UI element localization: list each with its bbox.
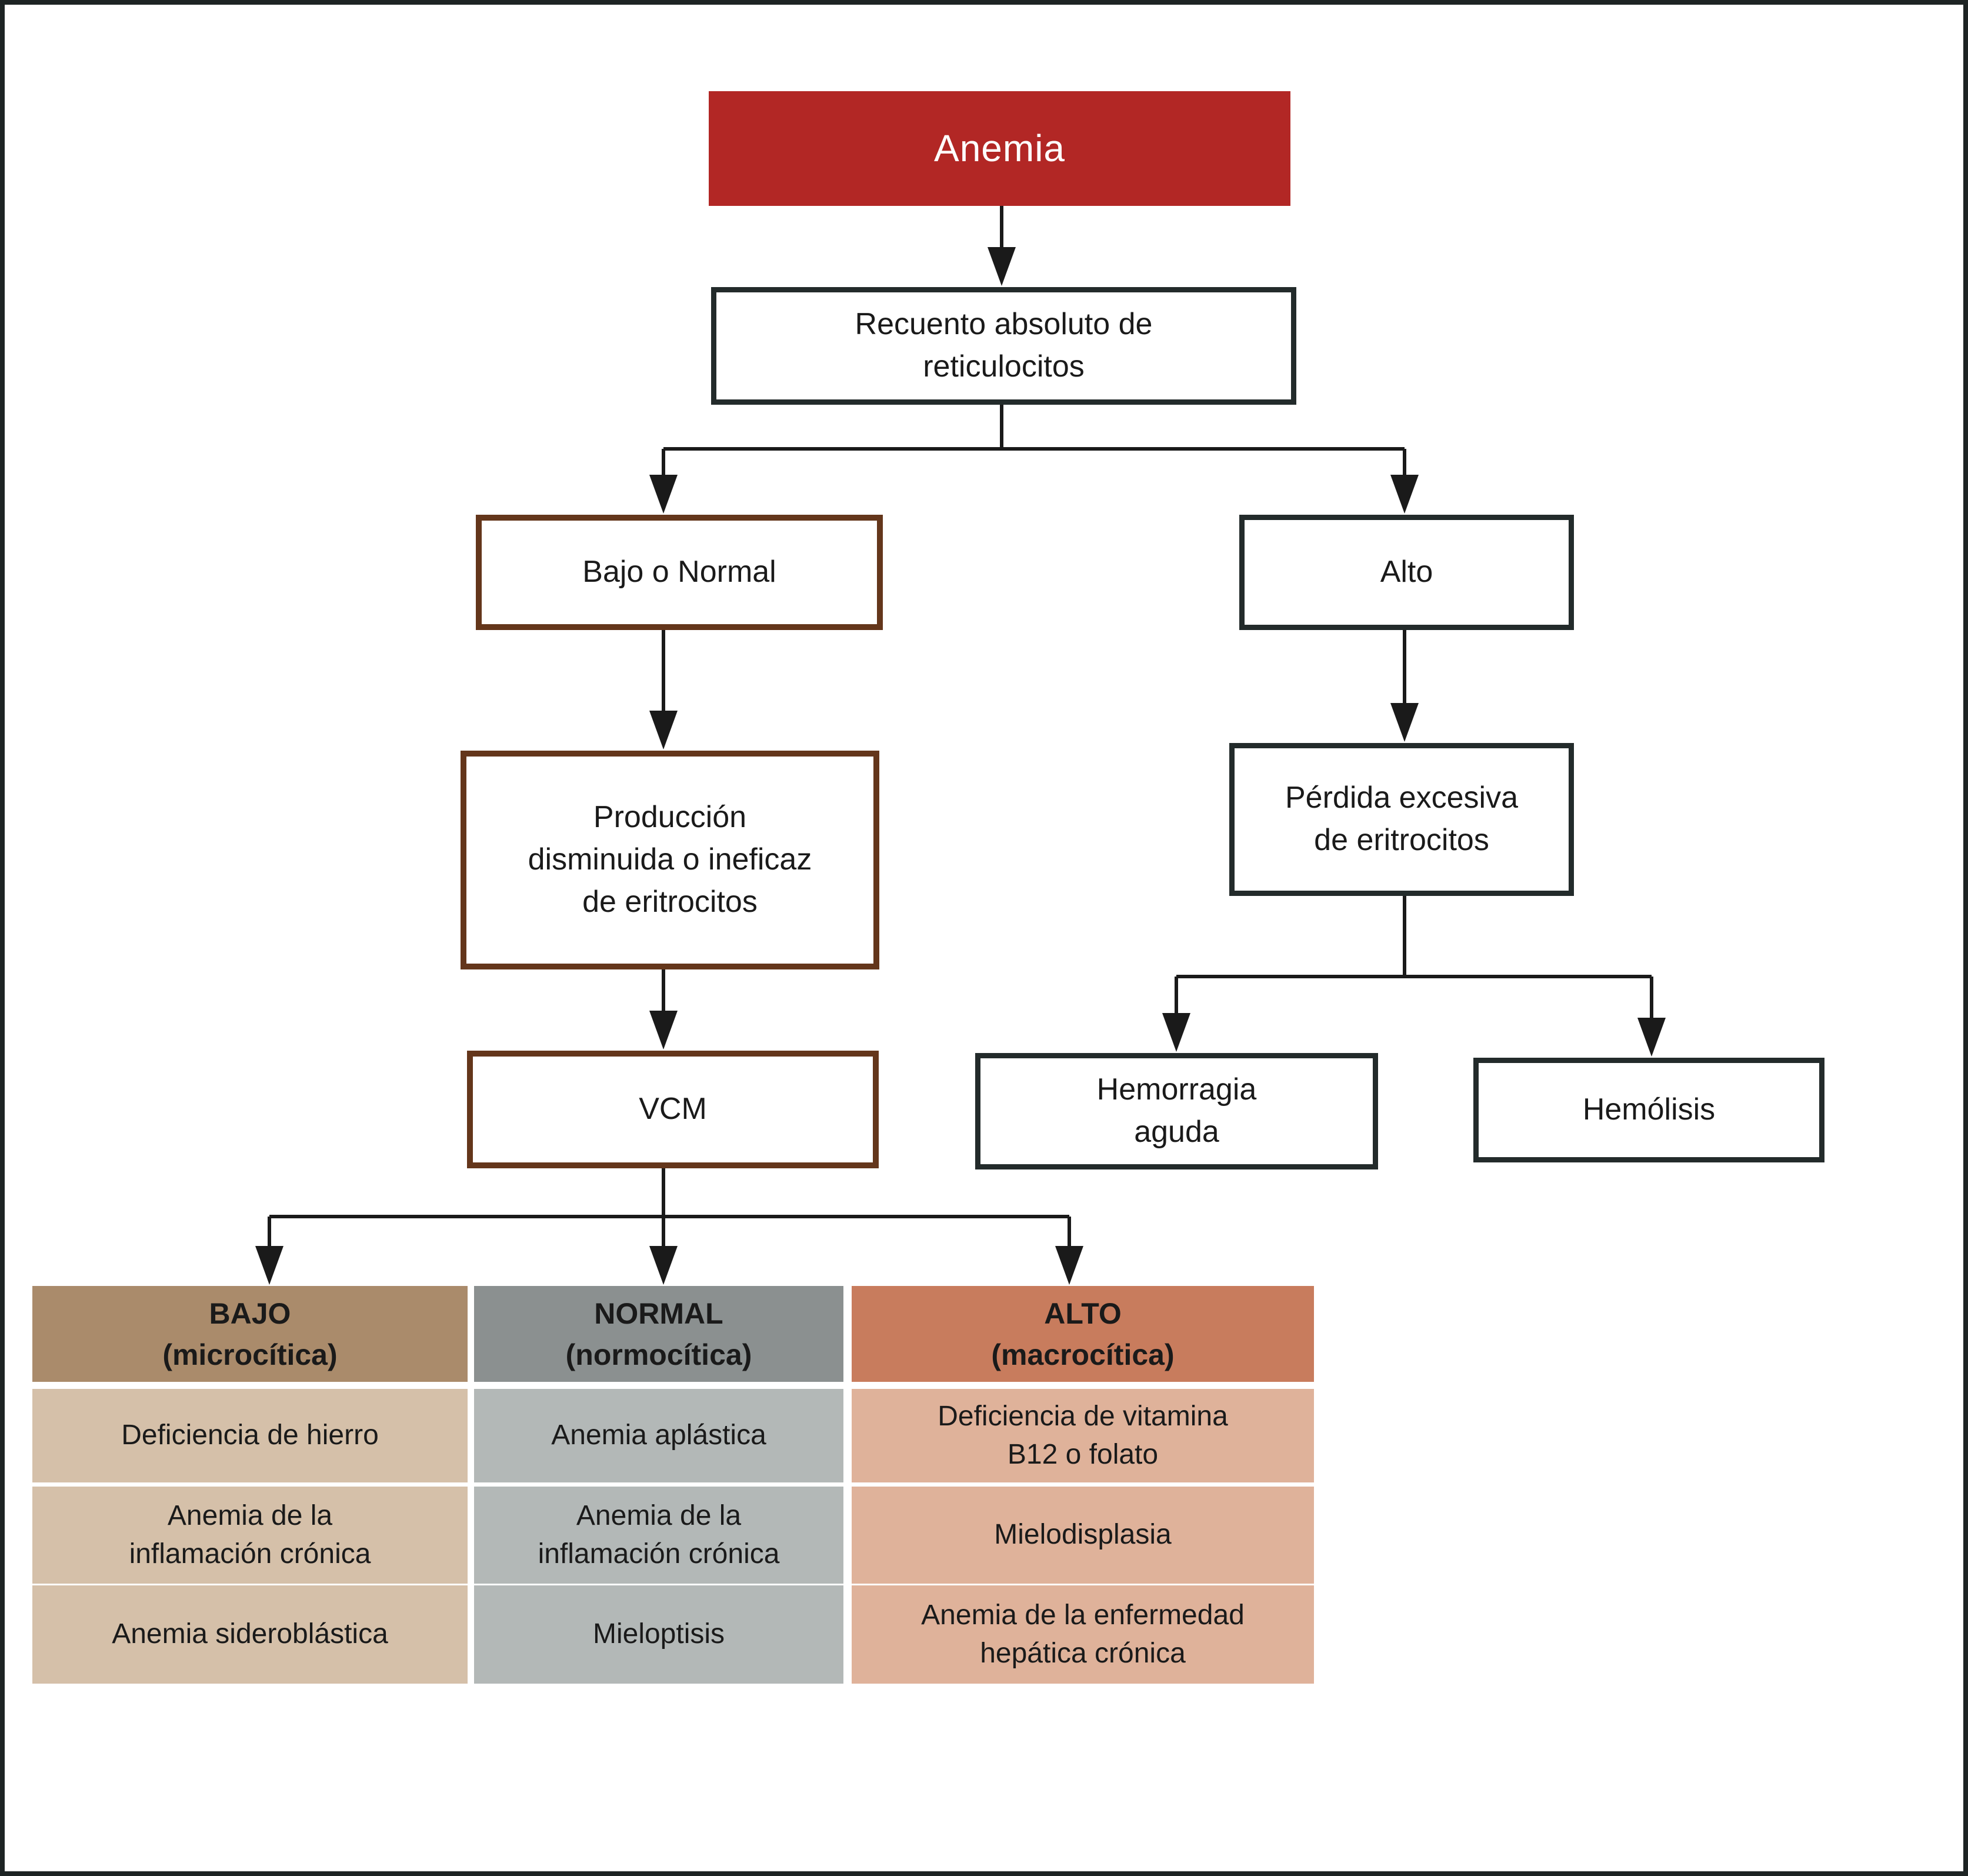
connector-bajo-to-produccion [649, 630, 678, 749]
table-cell-normal-1: Anemia aplástica [474, 1389, 843, 1482]
node-alto: Alto [1239, 515, 1574, 630]
vcm-table-header-alto-macrocitica: ALTO (macrocítica) [852, 1286, 1314, 1382]
node-perdida-excesiva: Pérdida excesiva de eritrocitos [1229, 743, 1574, 896]
table-cell-normal-2: Anemia de la inflamación crónica [474, 1487, 843, 1584]
node-vcm: VCM [467, 1051, 879, 1168]
node-anemia: Anemia [709, 91, 1290, 206]
connector-vcm-fork [255, 1168, 1083, 1285]
connector-recuento-fork [649, 405, 1419, 514]
connector-alto-to-perdida [1390, 630, 1419, 742]
vcm-table-header-normal-normocitica: NORMAL (normocítica) [474, 1286, 843, 1382]
node-produccion-disminuida: Producción disminuida o ineficaz de erit… [461, 751, 879, 969]
table-cell-bajo-2: Anemia de la inflamación crónica [32, 1487, 468, 1584]
node-recuento-reticulocitos: Recuento absoluto de reticulocitos [711, 287, 1296, 405]
table-cell-normal-3: Mieloptisis [474, 1585, 843, 1684]
table-cell-bajo-1: Deficiencia de hierro [32, 1389, 468, 1482]
table-cell-alto-2: Mielodisplasia [852, 1487, 1314, 1584]
table-cell-bajo-3: Anemia sideroblástica [32, 1585, 468, 1684]
node-bajo-o-normal: Bajo o Normal [476, 515, 883, 630]
connector-lines [255, 206, 1666, 1285]
table-cell-alto-3: Anemia de la enfermedad hepática crónica [852, 1585, 1314, 1684]
table-cell-alto-1: Deficiencia de vitamina B12 o folato [852, 1389, 1314, 1482]
vcm-table-header-bajo-microcitica: BAJO (microcítica) [32, 1286, 468, 1382]
node-hemolisis: Hemólisis [1473, 1058, 1824, 1162]
connector-perdida-fork [1162, 896, 1666, 1057]
node-hemorragia-aguda: Hemorragia aguda [975, 1053, 1378, 1169]
connector-anemia-to-recuento [988, 206, 1016, 286]
connector-produccion-to-vcm [649, 969, 678, 1049]
